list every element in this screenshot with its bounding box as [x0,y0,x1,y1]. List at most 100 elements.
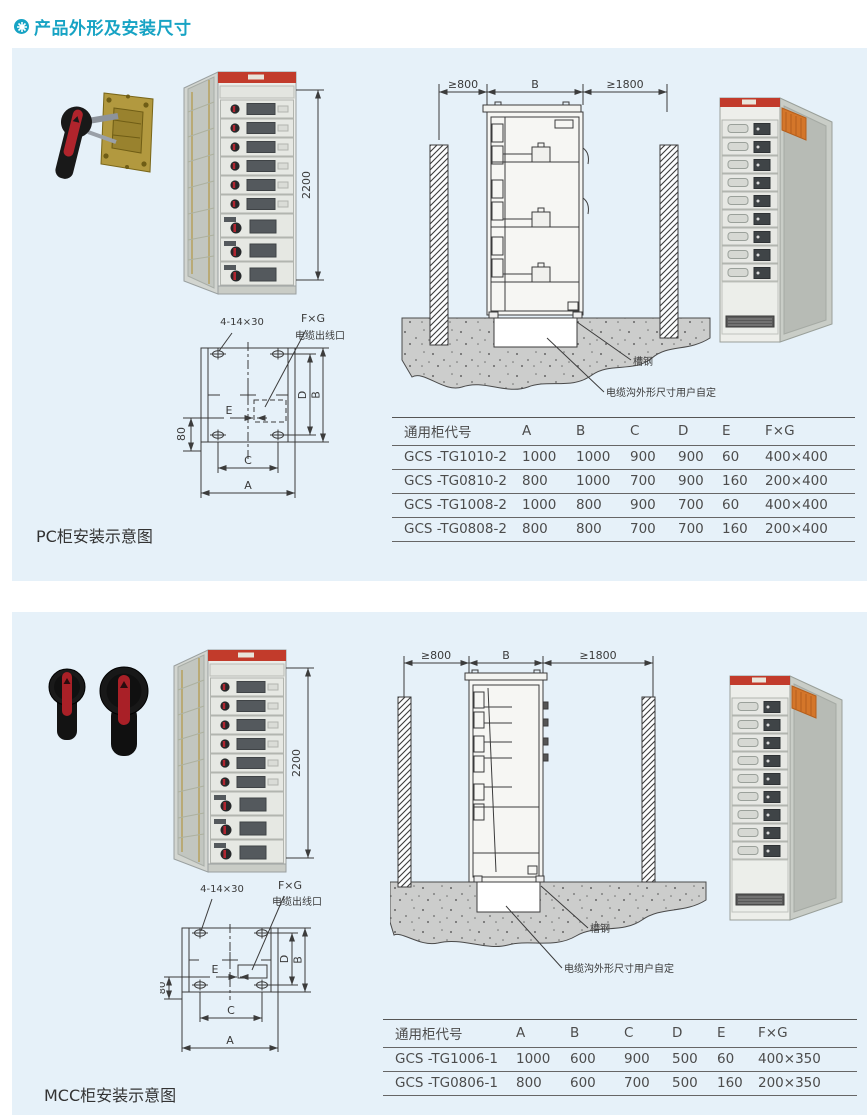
cell: 900 [618,493,666,518]
page-title: 产品外形及安装尺寸 [34,19,192,39]
col-header: C [612,1019,660,1048]
table-header-row: 通用柜代号 A B C D E F×G [383,1019,857,1048]
cell: 400×400 [753,493,855,518]
cell: 700 [618,469,666,494]
cell: 800 [564,493,618,518]
wall-left [397,696,412,888]
dim-d: D [296,391,309,399]
trench-note: 电缆沟外形尺寸用户自定 [606,386,716,399]
section-b-label: B [531,78,539,91]
mcc-section-drawing: ≥800 B ≥1800 槽钢 电缆沟外形尺寸用户自定 [390,649,707,975]
cell: 700 [666,517,710,542]
cell: GCS -TG0806-1 [383,1071,504,1096]
pc-cabinet-front-photo: 2200 [183,71,324,295]
cell: 900 [618,445,666,470]
cell: 200×350 [746,1071,857,1096]
mcc-plan-holes-label: 4-14×30 [200,884,244,895]
cell: GCS -TG1008-2 [392,493,510,518]
cell: 1000 [564,445,618,470]
cell: 160 [710,517,753,542]
ground [390,881,707,947]
cell: 160 [710,469,753,494]
cell: 1000 [504,1047,558,1072]
pc-plan-drawing: 4-14×30 F×G 电缆出线口 E 80 C A D B [175,312,345,498]
cabinet-photo [719,97,833,343]
cell: 400×350 [746,1047,857,1072]
mounting-plate [100,92,154,173]
cell: 800 [510,517,564,542]
ground [401,317,711,390]
wall-left [429,144,449,346]
cell: 500 [660,1071,705,1096]
dim-80: 80 [160,982,168,995]
col-header: A [510,417,564,446]
mcc-cabinet-side-photo [729,675,843,921]
pc-height-label: 2200 [300,171,313,199]
pc-plan-outlet-label: 电缆出线口 [295,329,345,342]
cabinet-front-face [207,649,287,873]
cell: 60 [710,493,753,518]
dim-b: B [292,956,305,964]
cabinet-side-face [183,71,219,295]
cell: 700 [618,517,666,542]
cabinet-section [464,669,549,883]
switch-knob-large [99,666,149,756]
col-header: A [504,1019,558,1048]
trench-note: 电缆沟外形尺寸用户自定 [564,962,674,975]
star-circle-icon [14,19,29,34]
col-header: B [564,417,618,446]
cell: 800 [504,1071,558,1096]
channel-steel-label: 槽钢 [590,922,610,935]
mcc-plan-drawing: 4-14×30 F×G 电缆出线口 E 80 C A D B [160,880,322,1052]
col-header: E [705,1019,746,1048]
mcc-cabinet-front-photo: 2200 [173,649,314,873]
pc-plan-cutout-label: F×G [301,312,325,325]
cell: 1000 [510,493,564,518]
switch-knob-small [48,668,86,740]
cell: 60 [710,445,753,470]
col-header: 通用柜代号 [383,1019,504,1048]
dim-c: C [227,1004,235,1017]
dim-e: E [212,963,219,976]
wall-right [659,144,679,339]
col-header: F×G [746,1019,857,1048]
page-header: 产品外形及安装尺寸 [14,14,192,39]
mcc-plan-cutout-label: F×G [278,880,302,892]
cell: 160 [705,1071,746,1096]
dim-d: D [278,955,291,963]
clearance-front-label: ≥800 [448,78,478,91]
cell: 1000 [510,445,564,470]
clearance-rear-label: ≥1800 [579,649,616,662]
height-dimension: 2200 [286,667,314,859]
section-b-label: B [502,649,510,662]
cable-trench [476,881,541,913]
table-header-row: 通用柜代号 A B C D E F×G [392,417,855,446]
dim-a: A [226,1034,234,1047]
cell: 600 [558,1047,612,1072]
cell: 400×400 [753,445,855,470]
cell: 60 [705,1047,746,1072]
col-header: D [666,417,710,446]
channel-steel-label: 槽钢 [633,355,653,368]
cell: 200×400 [753,517,855,542]
col-header: 通用柜代号 [392,417,510,446]
mcc-caption: MCC柜安装示意图 [44,1086,177,1105]
mcc-height-label: 2200 [290,749,303,777]
handle-grip [55,106,92,179]
col-header: D [660,1019,705,1048]
dim-e: E [226,404,233,417]
mcc-plan-outlet-label: 电缆出线口 [272,895,322,908]
pc-caption: PC柜安装示意图 [36,527,153,546]
cell: GCS -TG0810-2 [392,469,510,494]
cell: 900 [612,1047,660,1072]
cabinet-side-face [173,649,209,873]
cabinet-front-face [217,71,297,295]
cell: 500 [660,1047,705,1072]
